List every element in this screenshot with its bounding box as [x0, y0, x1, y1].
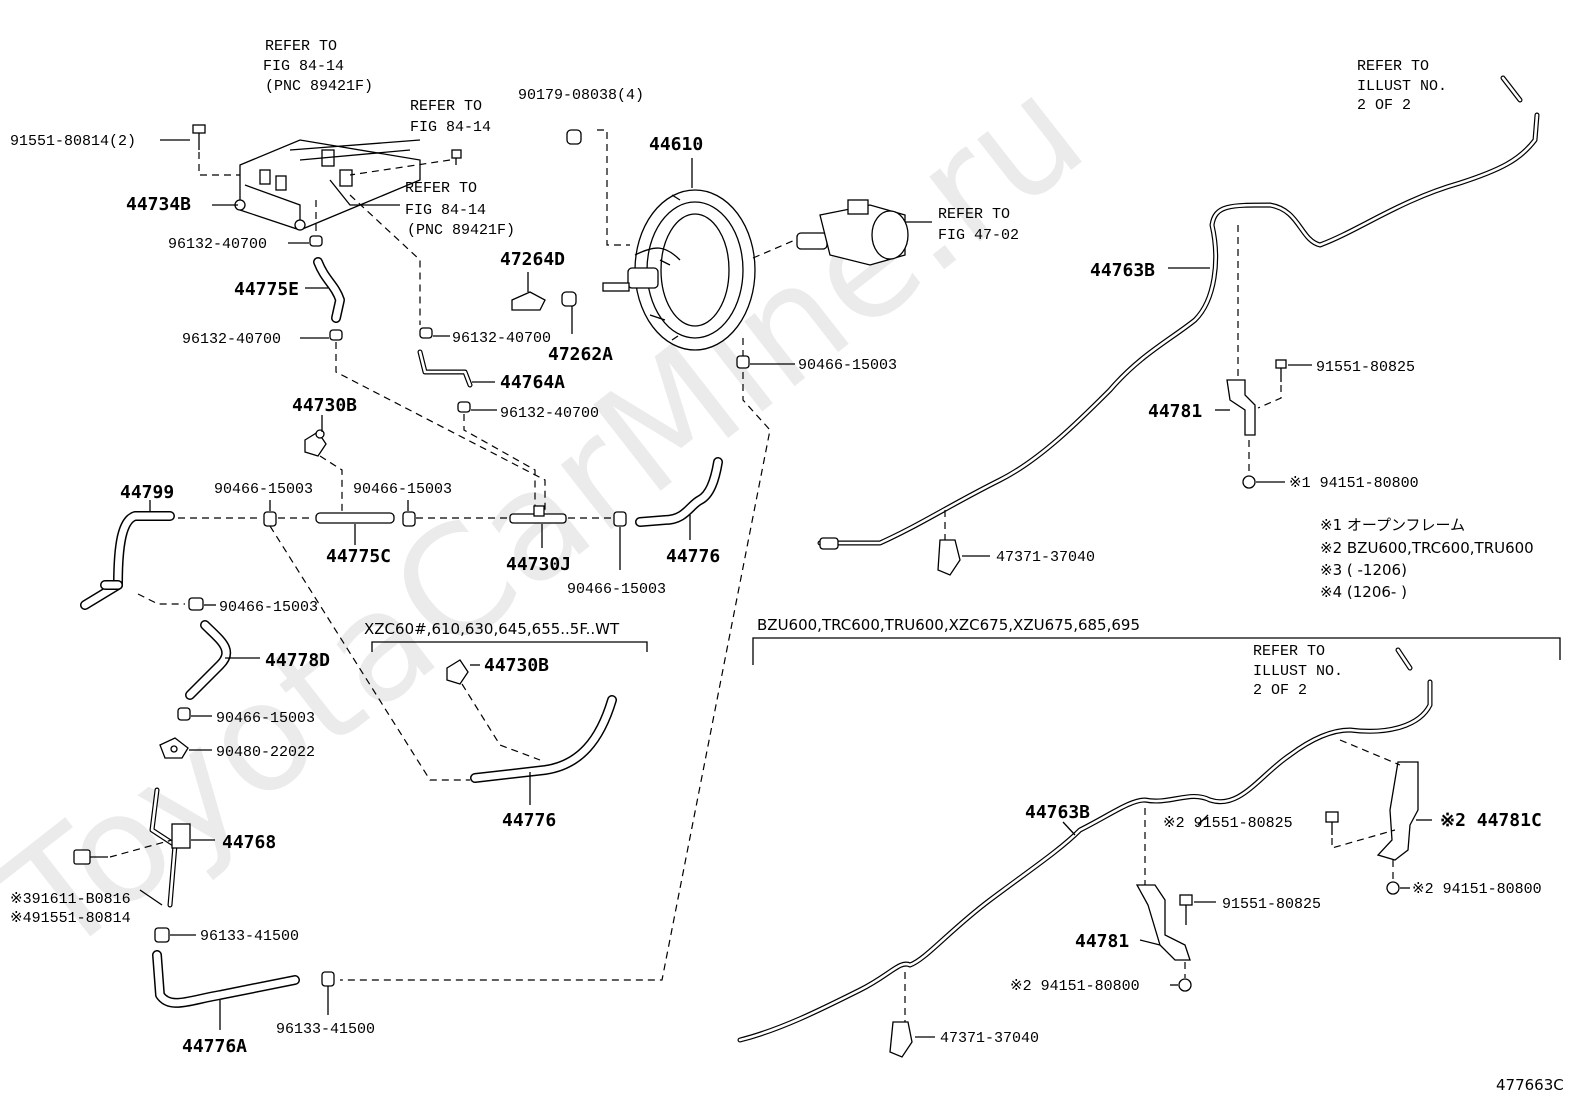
svg-text:44730B: 44730B	[292, 395, 357, 416]
svg-text:※2 94151-80800: ※2 94151-80800	[1412, 881, 1542, 898]
bracket-44781-upper	[1226, 379, 1256, 436]
svg-text:44763B: 44763B	[1025, 802, 1090, 823]
refer-84-14-b: REFER TO	[410, 98, 482, 115]
svg-text:FIG 84-14: FIG 84-14	[263, 58, 344, 75]
svg-text:44763B: 44763B	[1090, 260, 1155, 281]
svg-text:※2 44781C: ※2 44781C	[1440, 810, 1542, 831]
variant-right-label: BZU600,TRC600,TRU600,XZC675,XZU675,685,6…	[757, 616, 1140, 634]
clamp-47262a-icon	[561, 291, 577, 307]
note-3: ※3 ( -1206)	[1320, 561, 1407, 579]
svg-text:44764A: 44764A	[500, 372, 565, 393]
svg-text:※391611-B0816: ※391611-B0816	[10, 891, 131, 908]
svg-text:96132-40700: 96132-40700	[500, 405, 599, 422]
svg-text:※2 91551-80825: ※2 91551-80825	[1163, 815, 1293, 832]
svg-text:44730B: 44730B	[484, 655, 549, 676]
note-2: ※2 BZU600,TRC600,TRU600	[1320, 539, 1534, 557]
svg-text:90466-15003: 90466-15003	[214, 481, 313, 498]
svg-text:44610: 44610	[649, 134, 703, 155]
bolt-91551-80825-icon	[1275, 359, 1287, 382]
svg-text:44776A: 44776A	[182, 1036, 247, 1057]
svg-text:44799: 44799	[120, 482, 174, 503]
bracket-44734b	[234, 139, 421, 231]
variant-left-label: XZC60#,610,630,645,655..5F..WT	[364, 620, 620, 638]
bracket-44781-lower	[1135, 884, 1191, 961]
svg-text:90480-22022: 90480-22022	[216, 744, 315, 761]
svg-text:96132-40700: 96132-40700	[182, 331, 281, 348]
svg-text:47371-37040: 47371-37040	[996, 549, 1095, 566]
svg-text:※2 94151-80800: ※2 94151-80800	[1010, 978, 1140, 995]
master-cylinder-ref	[796, 199, 909, 266]
svg-text:※491551-80814: ※491551-80814	[10, 910, 131, 927]
section-notes: ※1 オープンフレーム ※2 BZU600,TRC600,TRU600 ※3 (…	[364, 516, 1564, 1094]
bolt-small-icon	[451, 149, 462, 165]
svg-text:※1 94151-80800: ※1 94151-80800	[1289, 475, 1419, 492]
clamp-47371-upper	[937, 539, 961, 576]
labels: REFER TO FIG 84-14 (PNC 89421F) REFER TO…	[10, 38, 1542, 1047]
svg-text:44781: 44781	[1148, 401, 1202, 422]
refer-84-14-c: REFER TO	[405, 180, 477, 197]
refer-illust-bottom: REFER TO	[1253, 643, 1325, 660]
svg-text:ILLUST NO.: ILLUST NO.	[1357, 78, 1447, 95]
bracket-44781c	[1376, 761, 1419, 861]
note-1: ※1 オープンフレーム	[1320, 516, 1465, 534]
svg-text:44768: 44768	[222, 832, 276, 853]
svg-text:91551-80825: 91551-80825	[1316, 359, 1415, 376]
svg-text:(PNC 89421F): (PNC 89421F)	[407, 222, 515, 239]
svg-text:91551-80814(2): 91551-80814(2)	[10, 133, 136, 150]
svg-text:90466-15003: 90466-15003	[219, 599, 318, 616]
svg-text:91551-80825: 91551-80825	[1222, 896, 1321, 913]
clamp-96132-icon	[309, 235, 323, 247]
bracket-47264d	[511, 291, 546, 311]
svg-text:47262A: 47262A	[548, 344, 613, 365]
brake-booster-44610	[602, 189, 756, 351]
svg-text:96132-40700: 96132-40700	[168, 236, 267, 253]
svg-text:90466-15003: 90466-15003	[567, 581, 666, 598]
svg-text:90179-08038(4): 90179-08038(4)	[518, 87, 644, 104]
bolt-91611-icon	[73, 849, 108, 865]
refer-illust-top: REFER TO	[1357, 58, 1429, 75]
svg-text:96133-41500: 96133-41500	[276, 1021, 375, 1038]
nut-90179-icon	[566, 129, 582, 145]
svg-text:90466-15003: 90466-15003	[798, 357, 897, 374]
clamp-47371-lower	[889, 1021, 913, 1058]
svg-text:(PNC 89421F): (PNC 89421F)	[265, 78, 373, 95]
figure-id: 477663C	[1496, 1076, 1564, 1094]
svg-text:90466-15003: 90466-15003	[216, 710, 315, 727]
refer-84-14-a: REFER TO	[265, 38, 337, 55]
svg-text:2 OF 2: 2 OF 2	[1253, 682, 1307, 699]
svg-text:90466-15003: 90466-15003	[353, 481, 452, 498]
svg-text:44734B: 44734B	[126, 194, 191, 215]
svg-text:44776: 44776	[502, 810, 556, 831]
svg-text:44730J: 44730J	[506, 554, 571, 575]
check-valve-44730b	[304, 429, 327, 457]
svg-text:FIG 84-14: FIG 84-14	[410, 119, 491, 136]
svg-text:47264D: 47264D	[500, 249, 565, 270]
svg-text:2 OF 2: 2 OF 2	[1357, 97, 1411, 114]
svg-text:44778D: 44778D	[265, 650, 330, 671]
grommet-90480-icon	[159, 737, 189, 759]
svg-text:44775C: 44775C	[326, 546, 391, 567]
svg-text:FIG 84-14: FIG 84-14	[405, 202, 486, 219]
note-4: ※4 (1206- )	[1320, 583, 1407, 601]
svg-text:44776: 44776	[666, 546, 720, 567]
svg-text:47371-37040: 47371-37040	[940, 1030, 1039, 1047]
bolt-91551-80814-icon	[192, 124, 206, 150]
svg-text:FIG 47-02: FIG 47-02	[938, 227, 1019, 244]
svg-text:96133-41500: 96133-41500	[200, 928, 299, 945]
check-valve-44730b-variant	[446, 659, 469, 685]
tee-44730j	[509, 505, 567, 524]
bolt-91551-80825-right-icon	[1325, 811, 1339, 835]
svg-text:44781: 44781	[1075, 931, 1129, 952]
part-number-labels: 44734B 44775E 47264D 47262A 44610 44764A…	[120, 134, 1542, 1057]
svg-text:ILLUST NO.: ILLUST NO.	[1253, 663, 1343, 680]
refer-47-02: REFER TO	[938, 206, 1010, 223]
svg-text:96132-40700: 96132-40700	[452, 330, 551, 347]
bolt-91551-80825-lower-icon	[1179, 894, 1193, 925]
svg-text:44775E: 44775E	[234, 279, 299, 300]
